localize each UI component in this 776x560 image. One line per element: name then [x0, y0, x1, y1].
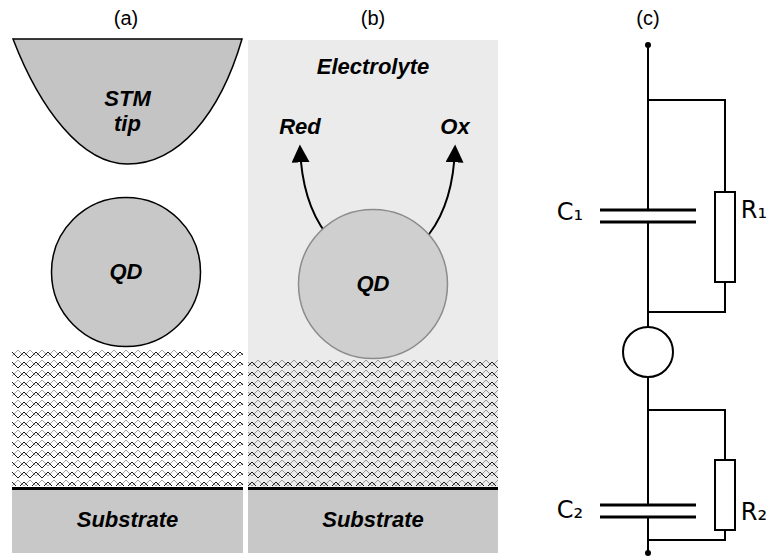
- capacitor-label: C₁: [557, 198, 583, 226]
- quantum-dot: QD: [50, 196, 202, 348]
- redox-label: Red: [279, 114, 321, 140]
- substrate: Substrate: [12, 487, 243, 553]
- resistor-label: R₁: [741, 196, 767, 224]
- node-text: Substrate: [322, 507, 423, 532]
- node-text: Substrate: [77, 507, 178, 532]
- redox-label: Ox: [440, 114, 469, 140]
- sam-layer: [248, 360, 498, 486]
- equivalent-circuit: [600, 45, 735, 553]
- node-text: STM tip: [93, 86, 163, 137]
- terminal-dot: [645, 42, 651, 48]
- node-text: Electrolyte: [317, 54, 430, 79]
- panel-label: (c): [636, 7, 659, 30]
- node-text: QD: [110, 259, 143, 284]
- panel-label: (b): [361, 7, 385, 30]
- substrate: Substrate: [248, 487, 498, 553]
- quantum-dot: QD: [297, 208, 449, 360]
- panel-label: (a): [114, 7, 138, 30]
- resistor-label: R₂: [741, 498, 767, 526]
- electrolyte-ground: [248, 40, 498, 552]
- node-text: QD: [357, 271, 390, 296]
- stm-tip: STM tip: [12, 38, 243, 166]
- sam-layer: [12, 350, 243, 486]
- capacitor-label: C₂: [557, 496, 583, 524]
- terminal-dot: [645, 550, 651, 556]
